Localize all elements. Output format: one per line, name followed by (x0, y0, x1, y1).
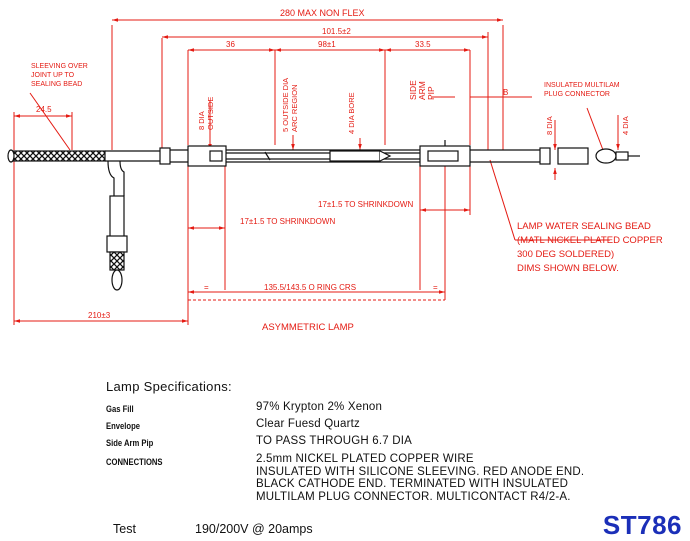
dim-4-dia: 4 DIA (621, 116, 630, 135)
eq-right: = (433, 283, 438, 292)
b-label: B (503, 88, 508, 97)
connections-line-1: 2.5mm NICKEL PLATED COPPER WIRE (256, 453, 474, 465)
sealing-bead-4: DIMS SHOWN BELOW. (517, 263, 619, 274)
sleeving-label-3: SEALING BEAD (31, 81, 82, 88)
spec-label-gas-fill: Gas Fill (106, 404, 134, 414)
dim-101: 101.5±2 (322, 27, 351, 36)
sealing-bead-1: LAMP WATER SEALING BEAD (517, 221, 651, 232)
outside-dia-2: OUTSIDE (206, 97, 215, 130)
dim-210: 210±3 (88, 311, 111, 320)
drawing-title: ASYMMETRIC LAMP (262, 322, 354, 333)
insulated-label-2: PLUG CONNECTOR (544, 91, 610, 98)
outside-dia-1: 8 DIA (197, 111, 206, 130)
eq-left: = (204, 283, 209, 292)
dim-280: 280 MAX NON FLEX (280, 8, 365, 18)
side-arm-3: PIP (426, 86, 436, 100)
connections-line-3: BLACK CATHODE END. TERMINATED WITH INSUL… (256, 478, 569, 490)
lamp-drawing: 280 MAX NON FLEX 101.5±2 36 98±1 33.5 24… (7, 8, 663, 333)
lamp-body (7, 140, 640, 291)
part-number: ST786 (602, 510, 682, 540)
drawing-labels: 280 MAX NON FLEX 101.5±2 36 98±1 33.5 24… (31, 8, 663, 333)
dim-33: 33.5 (415, 40, 431, 49)
o-ring-crs: 135.5/143.5 O RING CRS (264, 283, 356, 292)
spec-value-gas-fill: 97% Krypton 2% Xenon (256, 401, 383, 413)
arc-region-2: ARC REGION (290, 84, 299, 132)
left-cable-braid (9, 150, 106, 162)
side-arm-1: SIDE (408, 80, 418, 100)
spec-value-side-arm: TO PASS THROUGH 6.7 DIA (256, 435, 413, 447)
test-value: 190/200V @ 20amps (195, 522, 313, 536)
sleeving-label-2: JOINT UP TO (31, 72, 75, 79)
sleeving-label-1: SLEEVING OVER (31, 63, 88, 70)
test-label: Test (113, 522, 136, 536)
dim-98: 98±1 (318, 40, 336, 49)
spec-label-side-arm: Side Arm Pip (106, 438, 154, 448)
connections-line-2: INSULATED WITH SILICONE SLEEVING. RED AN… (256, 465, 585, 478)
side-arm-2: ARM (417, 81, 427, 100)
insulated-label-1: INSULATED MULTILAM (544, 82, 620, 89)
sealing-bead-2: (MATL NICKEL PLATED COPPER (517, 235, 663, 246)
sealing-bead-3: 300 DEG SOLDERED) (517, 249, 614, 260)
spec-label-envelope: Envelope (106, 421, 141, 431)
dim-24: 24.5 (36, 105, 52, 114)
dim-8-dia: 8 DIA (545, 116, 554, 135)
spec-value-envelope: Clear Fuesd Quartz (256, 418, 360, 430)
arc-region-1: 5 OUTSIDE DIA (281, 78, 290, 132)
spec-value-connections: 2.5mm NICKEL PLATED COPPER WIRE INSULATE… (256, 453, 584, 503)
dimension-lines (13, 18, 620, 325)
dim-36: 36 (226, 40, 235, 49)
shrink-lower: 17±1.5 TO SHRINKDOWN (240, 217, 335, 226)
specs-title: Lamp Specifications: (106, 379, 232, 394)
spec-label-connections: CONNECTIONS (106, 457, 163, 467)
bore-label: 4 DIA BORE (347, 92, 356, 134)
connections-line-4: MULTILAM PLUG CONNECTOR. MULTICONTACT R4… (256, 490, 571, 503)
shrink-upper: 17±1.5 TO SHRINKDOWN (318, 200, 413, 209)
